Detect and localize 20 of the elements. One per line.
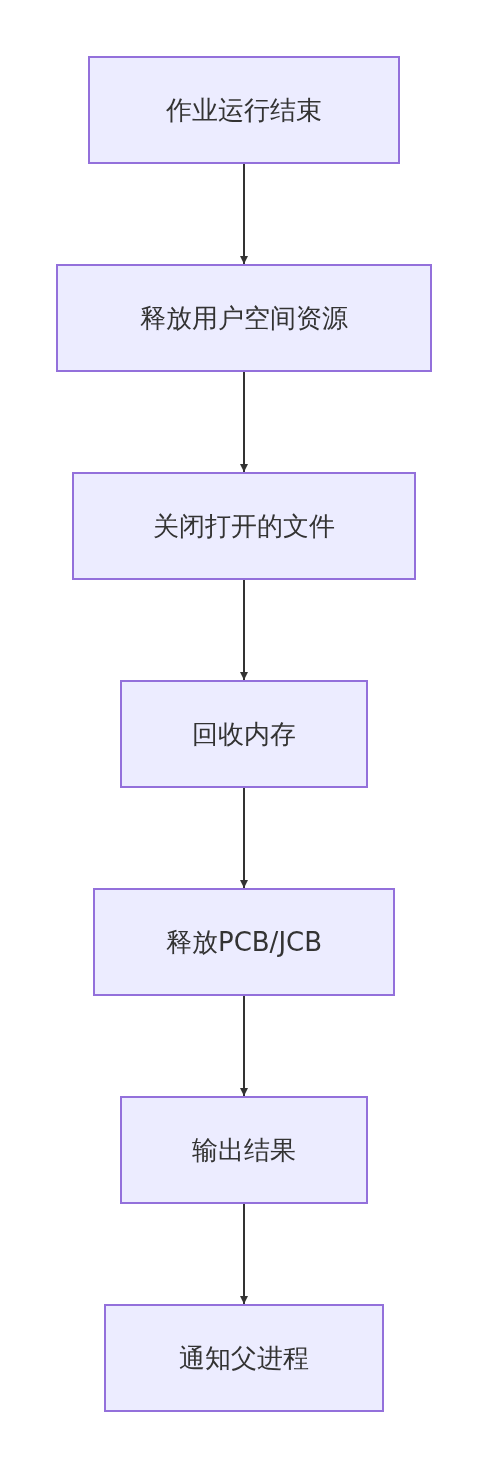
box-label: 作业运行结束	[166, 93, 322, 127]
process-box	[72, 472, 416, 580]
arrow	[240, 579, 248, 681]
box-label: 输出结果	[192, 1133, 296, 1167]
process-box	[120, 680, 368, 788]
box-label: 通知父进程	[179, 1341, 309, 1375]
box-label: 释放用户空间资源	[140, 301, 348, 335]
arrow	[240, 163, 248, 265]
box-label: 回收内存	[192, 717, 296, 751]
arrow	[240, 371, 248, 473]
arrow	[240, 787, 248, 889]
process-box	[93, 888, 395, 996]
box-label: 关闭打开的文件	[153, 509, 335, 543]
process-box	[120, 1096, 368, 1204]
arrow	[240, 1203, 248, 1305]
arrow	[240, 995, 248, 1097]
process-box	[56, 264, 432, 372]
process-box	[88, 56, 400, 164]
box-label: 释放PCB/JCB	[165, 925, 323, 959]
process-box	[104, 1304, 384, 1412]
